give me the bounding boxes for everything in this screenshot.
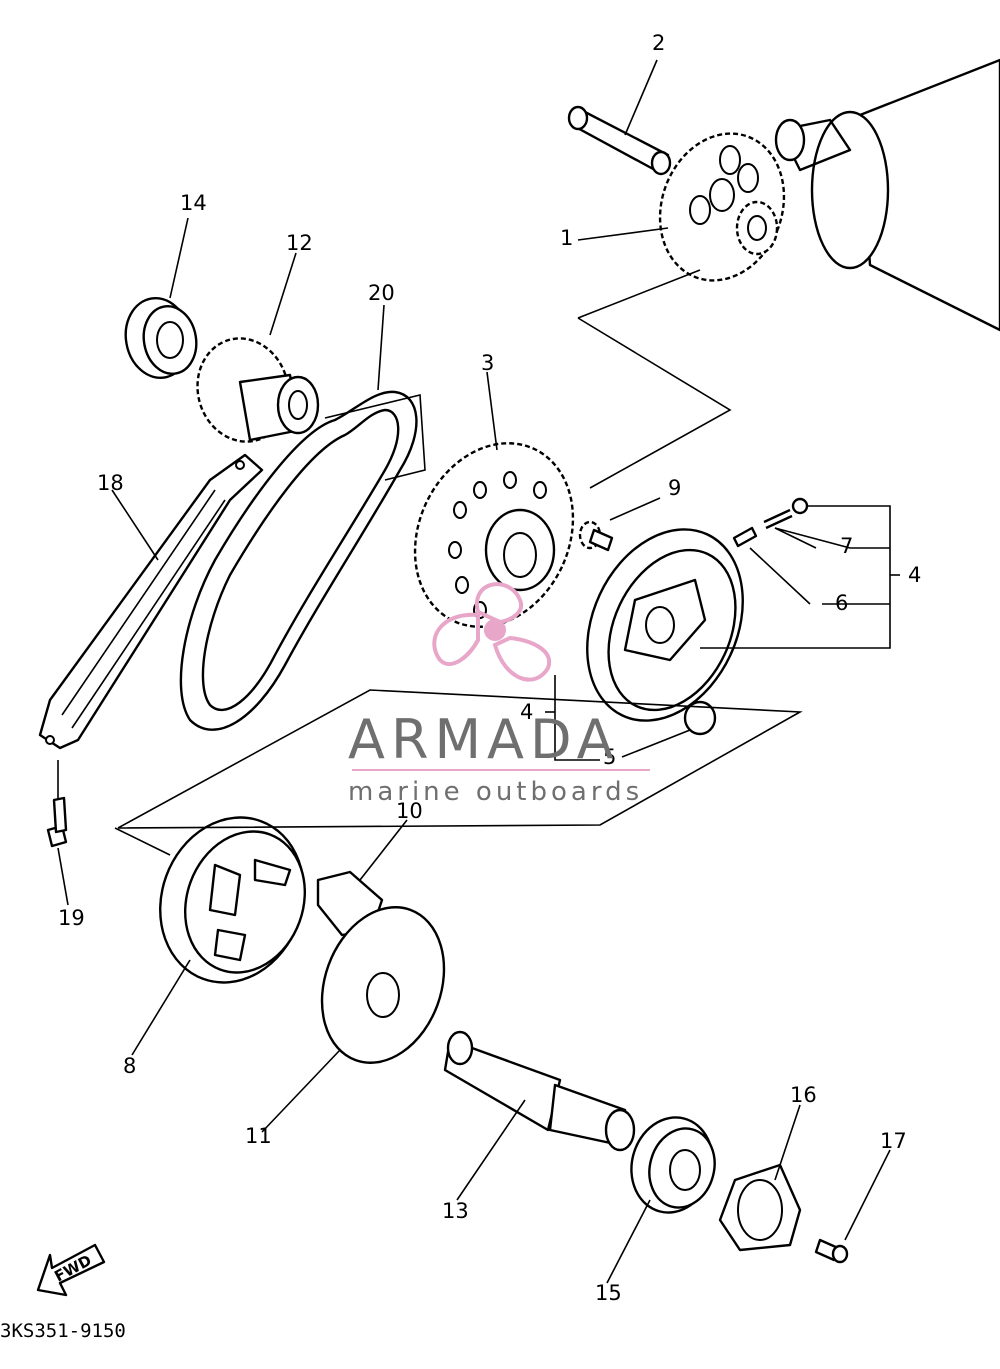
callout-19: 19 (58, 906, 85, 930)
part-5-roller (683, 700, 717, 736)
part-19-bolt (46, 796, 68, 848)
assembly-lines (57, 269, 891, 856)
starter-motor-housing (774, 58, 1000, 332)
leader-lines (57, 59, 900, 1284)
callout-4-right: 4 (908, 563, 921, 587)
part-16-plate (718, 1163, 802, 1252)
callout-6: 6 (835, 591, 848, 615)
part-17-screw (814, 1238, 849, 1264)
callout-11: 11 (245, 1124, 272, 1148)
callout-14: 14 (180, 191, 207, 215)
callout-2: 2 (652, 31, 665, 55)
callout-4-left: 4 (520, 700, 533, 724)
callout-18: 18 (97, 471, 124, 495)
part-code: 3KS351-9150 (0, 1320, 126, 1342)
part-8-clutch-outer (159, 816, 307, 984)
propeller-logo-icon (432, 582, 552, 682)
callout-10: 10 (396, 799, 423, 823)
callout-3: 3 (481, 351, 494, 375)
part-9-bolt (578, 520, 614, 552)
part-11-clutch-plate (320, 906, 446, 1064)
part-2-pin (567, 105, 672, 176)
part-14-bearing (124, 297, 198, 379)
callout-12: 12 (286, 231, 313, 255)
callout-16: 16 (790, 1083, 817, 1107)
callout-8: 8 (123, 1054, 136, 1078)
part-6-plunger (732, 526, 758, 548)
part-15-bearing (630, 1116, 716, 1214)
callout-7: 7 (840, 534, 853, 558)
part-1-idle-gear (658, 132, 786, 282)
part-20-chain (179, 390, 426, 731)
callout-1: 1 (560, 226, 573, 250)
part-7-spring (763, 497, 809, 530)
callout-15: 15 (595, 1281, 622, 1305)
part-12-drive-gear (196, 337, 320, 443)
watermark-subtitle: marine outboards (348, 777, 643, 807)
watermark-title: ARMADA (348, 708, 620, 771)
callout-17: 17 (880, 1129, 907, 1153)
watermark: ARMADA marine outboards (348, 582, 650, 807)
fwd-arrow-icon: FWD (36, 1243, 106, 1297)
part-3-starter-wheel-gear (413, 442, 575, 628)
callout-20: 20 (368, 281, 395, 305)
callout-13: 13 (442, 1199, 469, 1223)
part-18-chain-guide (38, 453, 264, 750)
part-13-shaft (443, 1030, 636, 1152)
callout-9: 9 (668, 476, 681, 500)
callout-5: 5 (603, 745, 616, 769)
callout-numbers: 2 1 14 12 20 3 18 9 7 4 6 4 5 10 19 8 11… (58, 31, 921, 1305)
part-4-clutch-assembly (586, 528, 744, 722)
